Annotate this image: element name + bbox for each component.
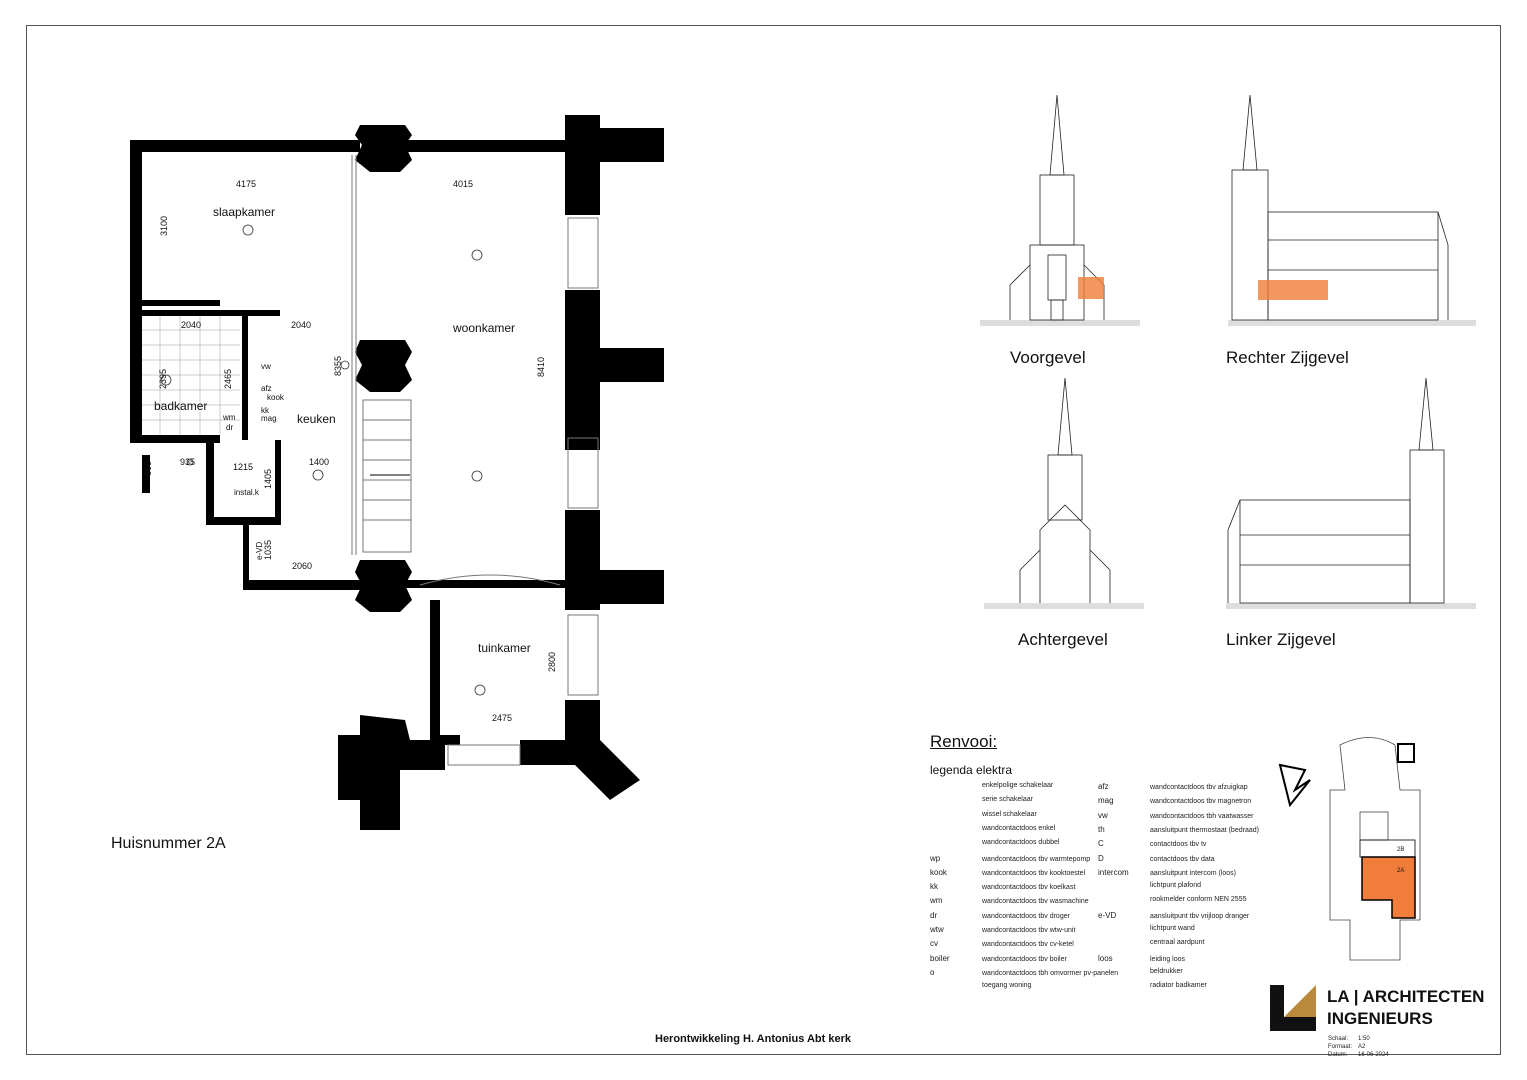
legend-item: radiator badkamer — [1150, 982, 1207, 990]
legend-item: beldrukker — [1150, 967, 1183, 975]
legend-item: wandcontactdoos dubbel — [982, 839, 1060, 847]
dimension-2465: 2465 — [223, 369, 233, 389]
dimension-4015: 4015 — [453, 179, 473, 189]
dimension-2040-kitchen: 2040 — [291, 320, 311, 330]
legend-item: lichtpunt plafond — [1150, 882, 1201, 890]
room-label-badkamer: badkamer — [154, 399, 207, 413]
dimension-2060: 2060 — [292, 561, 312, 571]
fixture-kk: kk — [261, 406, 270, 415]
renvooi-heading: Renvooi: — [930, 732, 998, 751]
logo-mark-icon — [1270, 985, 1316, 1031]
dimension-1405: 1405 — [263, 469, 273, 489]
dimension-2040-bath: 2040 — [181, 320, 201, 330]
fixture-dr: dr — [226, 423, 233, 432]
elevation-rechter-zijgevel — [1228, 94, 1476, 326]
fixture-evd: e-VD — [255, 542, 264, 560]
legend-item: rookmelder conform NEN 2555 — [1150, 896, 1247, 904]
drawing-sheet-border — [26, 25, 1501, 1055]
logo-text-line2: INGENIEURS — [1327, 1009, 1433, 1028]
legend-item: serie schakelaar — [982, 796, 1033, 804]
dimension-3100: 3100 — [159, 216, 169, 236]
meta-row: Formaat:A2 — [1328, 1044, 1366, 1050]
dimension-1215: 1215 — [233, 462, 253, 472]
room-label-slaapkamer: slaapkamer — [213, 205, 275, 219]
legend-item: enkelpolige schakelaar — [982, 782, 1054, 789]
room-label-woonkamer: woonkamer — [452, 321, 515, 335]
project-title: Herontwikkeling H. Antonius Abt kerk — [655, 1033, 851, 1045]
meta-row: Datum:16-06-2024 — [1328, 1052, 1389, 1058]
fixture-kook: kook — [267, 393, 285, 402]
legend-item: lichtpunt wand — [1150, 925, 1195, 932]
house-number: Huisnummer 2A — [111, 835, 226, 852]
dimension-860: 860 — [143, 461, 153, 476]
fixture-mag: mag — [261, 414, 277, 423]
key-plan-unit-2b: 2B — [1397, 847, 1404, 853]
legend-item: wandcontactdoos enkel — [982, 824, 1056, 832]
title-block-meta: Schaal:1:50 Formaat:A2 Datum:16-06-2024 — [1328, 1035, 1389, 1059]
dimension-8355: 8355 — [333, 356, 343, 376]
dimension-1035: 1035 — [263, 540, 273, 560]
fixture-wm: wm — [222, 413, 236, 422]
meta-row: Schaal:1:50 — [1328, 1036, 1370, 1042]
dimension-2800: 2800 — [547, 652, 557, 672]
view-label-voorgevel: Voorgevel — [1010, 348, 1086, 367]
elevation-voorgevel — [980, 94, 1140, 326]
view-label-rechter-zijgevel: Rechter Zijgevel — [1226, 348, 1349, 367]
fixture-vw: vw — [261, 362, 271, 371]
logo-text-line1: LA | ARCHITECTEN — [1327, 987, 1485, 1006]
dimension-935: 935 — [180, 457, 195, 467]
dimension-4175: 4175 — [236, 179, 256, 189]
dimension-2395: 2395 — [158, 369, 168, 389]
elevation-linker-zijgevel — [1226, 377, 1476, 609]
view-label-achtergevel: Achtergevel — [1018, 630, 1108, 649]
legend-item: wissel schakelaar — [982, 810, 1037, 818]
room-label-keuken: keuken — [297, 412, 336, 426]
legend-item: toegang woning — [982, 982, 1032, 990]
view-label-linker-zijgevel: Linker Zijgevel — [1226, 630, 1336, 649]
fixture-afz: afz — [261, 384, 272, 393]
legenda-heading: legenda elektra — [930, 763, 1013, 777]
key-plan — [1278, 737, 1421, 961]
room-label-instal: instal.k — [234, 488, 260, 497]
key-plan-unit-2a: 2A — [1397, 868, 1404, 874]
dimension-8410: 8410 — [536, 357, 546, 377]
room-label-tuinkamer: tuinkamer — [478, 641, 531, 655]
legend-item: centraal aardpunt — [1150, 939, 1205, 947]
dimension-1400: 1400 — [309, 457, 329, 467]
elevation-achtergevel — [984, 377, 1144, 609]
dimension-2475: 2475 — [492, 713, 512, 723]
